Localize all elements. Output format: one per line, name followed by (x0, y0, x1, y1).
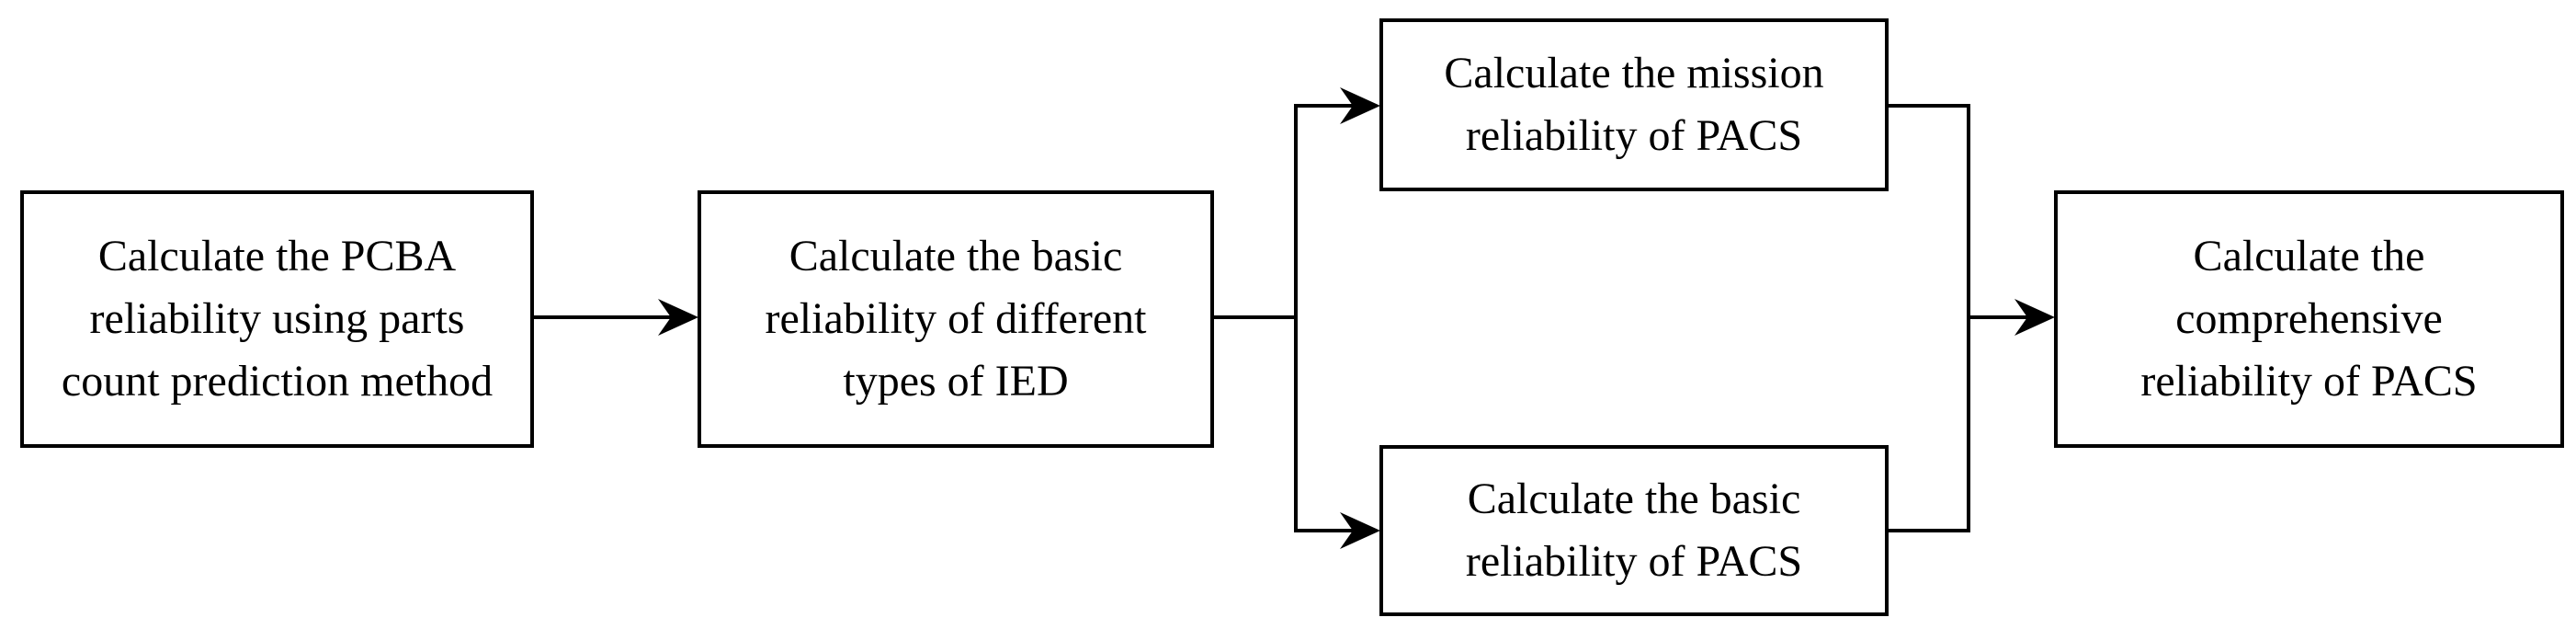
node-pcba-reliability-label: Calculate the PCBA reliability using par… (61, 232, 494, 406)
node-pacs-comprehensive-reliability-label: Calculate the comprehensive reliability … (2140, 232, 2478, 406)
node-pacs-mission-reliability-label: Calculate the mission reliability of PAC… (1444, 49, 1824, 160)
node-pacs-basic-reliability: Calculate the basic reliability of PACS (1379, 445, 1889, 616)
node-ied-basic-reliability: Calculate the basic reliability of diffe… (698, 190, 1214, 448)
node-pcba-reliability: Calculate the PCBA reliability using par… (20, 190, 534, 448)
node-pacs-comprehensive-reliability: Calculate the comprehensive reliability … (2054, 190, 2564, 448)
node-pacs-mission-reliability: Calculate the mission reliability of PAC… (1379, 18, 1889, 191)
edge-pcba-to-ied (532, 299, 698, 336)
edge-ied-to-basic (1294, 315, 1380, 549)
edge-basic-to-comprehensive (1887, 315, 1970, 532)
node-ied-basic-reliability-label: Calculate the basic reliability of diffe… (765, 232, 1147, 406)
node-pacs-basic-reliability-label: Calculate the basic reliability of PACS (1465, 475, 1803, 586)
edge-mission-to-comprehensive (1887, 104, 2055, 336)
edge-ied-to-mission (1212, 87, 1380, 319)
